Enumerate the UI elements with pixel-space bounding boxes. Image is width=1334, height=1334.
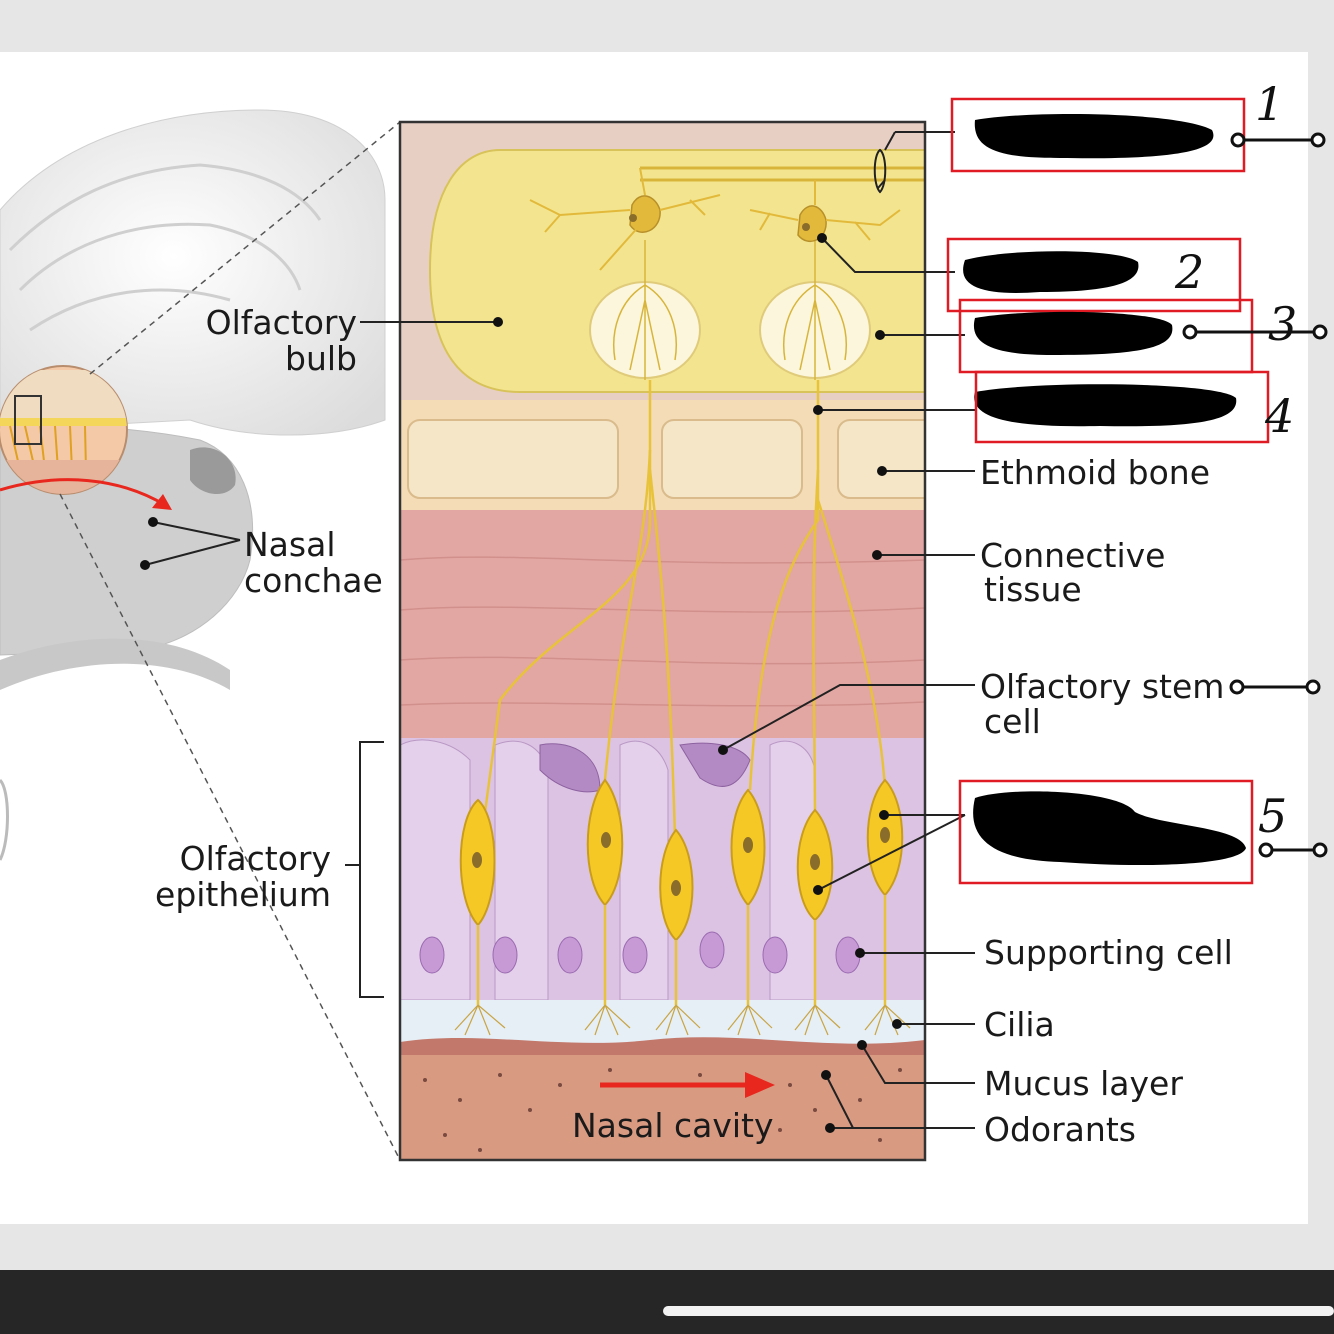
- label-nasal-cavity: Nasal cavity: [572, 1106, 774, 1145]
- home-indicator[interactable]: [663, 1306, 1334, 1316]
- label-ethmoid-bone: Ethmoid bone: [980, 453, 1210, 492]
- label-mucus-layer: Mucus layer: [984, 1064, 1183, 1103]
- label-olfactory-bulb-line2: bulb: [285, 339, 357, 378]
- label-olfactory-epithelium-line1: Olfactory: [180, 839, 331, 878]
- connector-handles: [1182, 132, 1328, 858]
- zoom-line-bottom: [59, 493, 401, 1161]
- airflow-arrowhead: [745, 1072, 775, 1098]
- cross-section-frame: [398, 120, 927, 1162]
- label-olfactory-bulb-line1: Olfactory: [206, 303, 357, 342]
- zoom-line-top: [89, 121, 401, 375]
- answer-box-4[interactable]: 4: [974, 370, 1294, 444]
- head-section: [0, 109, 386, 861]
- answer-number-3: 3: [1268, 297, 1297, 351]
- answer-box-2[interactable]: 2: [946, 237, 1242, 313]
- label-nasal-conchae-line1: Nasal: [244, 525, 336, 564]
- label-olfactory-stem-cell-line1: Olfactory stem: [980, 667, 1224, 706]
- label-nasal-conchae-line2: conchae: [244, 561, 383, 600]
- cross-section-panel: [400, 122, 925, 1160]
- bottom-bar: [0, 1270, 1334, 1334]
- label-connective-tissue-line2: tissue: [984, 570, 1082, 609]
- answer-number-1: 1: [1255, 77, 1284, 131]
- leader-lines: [144, 131, 975, 1129]
- label-odorants: Odorants: [984, 1110, 1136, 1149]
- leader-dots: [140, 233, 902, 1133]
- answer-box-5[interactable]: 5: [958, 779, 1287, 885]
- label-connective-tissue-line1: Connective: [980, 536, 1165, 575]
- answer-number-2: 2: [1174, 245, 1204, 299]
- answer-box-1[interactable]: 1: [950, 77, 1284, 173]
- answer-number-4: 4: [1264, 389, 1294, 443]
- answer-number-5: 5: [1258, 789, 1287, 843]
- label-olfactory-stem-cell-line2: cell: [984, 702, 1041, 741]
- label-cilia: Cilia: [984, 1005, 1055, 1044]
- answer-box-3[interactable]: 3: [958, 297, 1297, 374]
- red-flow-arrow-head-view: [0, 478, 166, 507]
- label-olfactory-epithelium-line2: epithelium: [155, 875, 331, 914]
- nerve-bracket: [873, 148, 887, 194]
- red-arrowhead-head-view: [152, 494, 172, 510]
- label-supporting-cell: Supporting cell: [984, 933, 1233, 972]
